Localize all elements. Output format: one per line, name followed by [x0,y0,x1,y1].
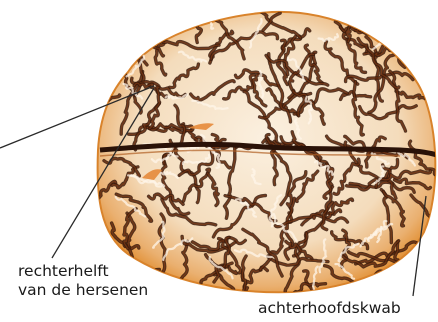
label-occipital-lobe: achterhoofdskwab [258,299,401,318]
brain-sulcus [82,51,138,64]
brain-sulcus [386,281,438,299]
label-right-hemisphere-line1: rechterhelft [18,262,148,281]
brain-sulcus [416,263,438,305]
brain-sulcus [144,278,175,282]
brain-sulcus [386,281,438,299]
brain-sulcus [347,5,383,25]
brain-sulcus [93,61,120,80]
brain-sulcus [82,51,138,64]
label-right-hemisphere: rechterhelft van de hersenen [18,262,148,300]
brain-sulcus [97,69,117,74]
brain-sulcus [347,5,383,25]
label-right-hemisphere-line2: van de hersenen [18,281,148,300]
brain-sulcus [93,61,120,80]
brain-sulcus [416,263,438,305]
